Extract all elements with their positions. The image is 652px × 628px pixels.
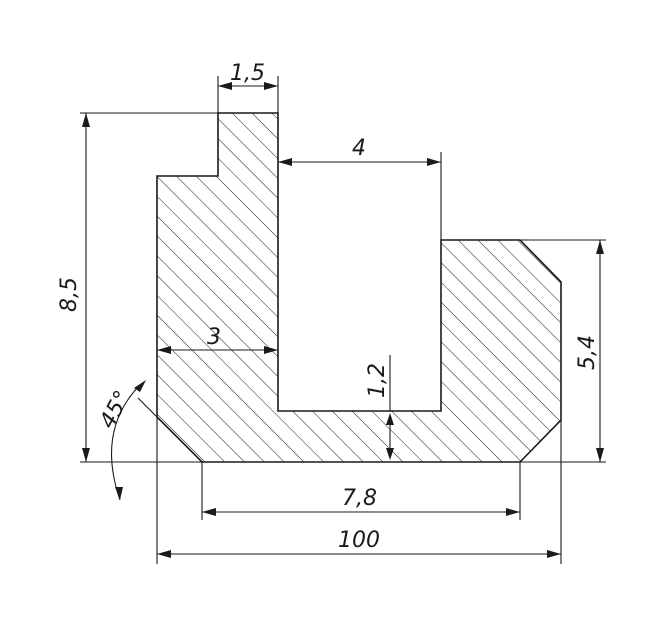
dim-right-height: 5,4 <box>575 335 600 370</box>
arrow-head <box>386 448 394 460</box>
arrow-head <box>596 240 604 254</box>
arrow-head <box>596 448 604 462</box>
arrow-head <box>115 487 123 500</box>
arrow-head <box>264 82 278 90</box>
arrow-head <box>547 550 561 558</box>
dim-slot-width: 4 <box>352 136 366 161</box>
dim-overall-height: 8,5 <box>57 277 82 312</box>
dim-bottom-flat: 7,8 <box>342 486 377 511</box>
arrow-head <box>427 158 441 166</box>
dim-overall-length: 100 <box>338 528 380 553</box>
dim-chamfer-angle: 45° <box>95 387 135 433</box>
angle-arc <box>111 384 141 501</box>
arrow-head <box>157 346 171 354</box>
dim-top-step: 1,5 <box>230 61 265 86</box>
arrow-head <box>134 380 146 392</box>
arrow-head <box>82 448 90 462</box>
arrow-head <box>218 82 232 90</box>
profile-section <box>156 112 562 463</box>
arrow-head <box>386 413 394 425</box>
arrow-head <box>506 508 520 516</box>
arrow-head <box>278 158 292 166</box>
arrow-head <box>202 508 216 516</box>
dim-bottom-thickness: 1,2 <box>365 363 390 398</box>
dim-wall-width: 3 <box>207 325 221 350</box>
chamfer-extension <box>137 397 158 418</box>
arrow-head <box>264 346 278 354</box>
arrow-head <box>82 113 90 127</box>
arrow-head <box>157 550 171 558</box>
